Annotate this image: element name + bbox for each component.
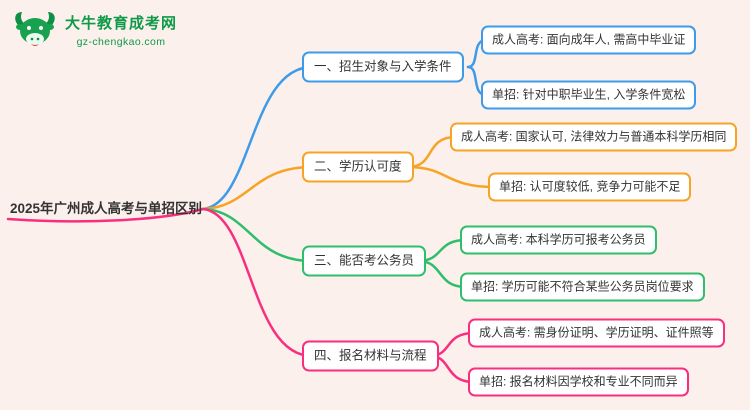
- leaf-node-4a: 成人高考: 需身份证明、学历证明、证件照等: [468, 318, 725, 348]
- leaf-curve-2a: [406, 135, 458, 169]
- logo-subtitle: gz-chengkao.com: [76, 36, 166, 48]
- branch-node-1: 一、招生对象与入学条件: [302, 51, 464, 83]
- bull-logo-icon: [15, 12, 55, 46]
- branch-node-2: 二、学历认可度: [302, 151, 414, 183]
- leaf-node-1a: 成人高考: 面向成年人, 需高中毕业证: [481, 25, 697, 55]
- leaf-node-3b: 单招: 学历可能不符合某些公务员岗位要求: [460, 272, 705, 302]
- logo-title: 大牛教育成考网: [65, 15, 178, 32]
- root-underline: [6, 207, 205, 223]
- leaf-node-4b: 单招: 报名材料因学校和专业不同而异: [468, 367, 689, 397]
- branch-curve-3: [201, 207, 314, 263]
- site-logo: 大牛教育成考网 gz-chengkao.com: [12, 9, 177, 51]
- branch-curve-2: [201, 165, 314, 211]
- branch-node-3: 三、能否考公务员: [302, 245, 427, 277]
- leaf-node-1b: 单招: 针对中职毕业生, 入学条件宽松: [481, 80, 697, 110]
- branch-curve-1: [201, 65, 314, 211]
- leaf-node-2b: 单招: 认可度较低, 竞争力可能不足: [488, 172, 692, 202]
- root-topic: 2025年广州成人高考与单招区别: [10, 201, 203, 216]
- leaf-curve-2b: [406, 165, 496, 189]
- leaf-node-2a: 成人高考: 国家认可, 法律效力与普通本科学历相同: [450, 122, 738, 152]
- branch-curve-4: [201, 207, 314, 358]
- leaf-node-3a: 成人高考: 本科学历可报考公务员: [460, 225, 657, 255]
- logo-text-block: 大牛教育成考网 gz-chengkao.com: [65, 12, 177, 48]
- branch-node-4: 四、报名材料与流程: [302, 340, 439, 372]
